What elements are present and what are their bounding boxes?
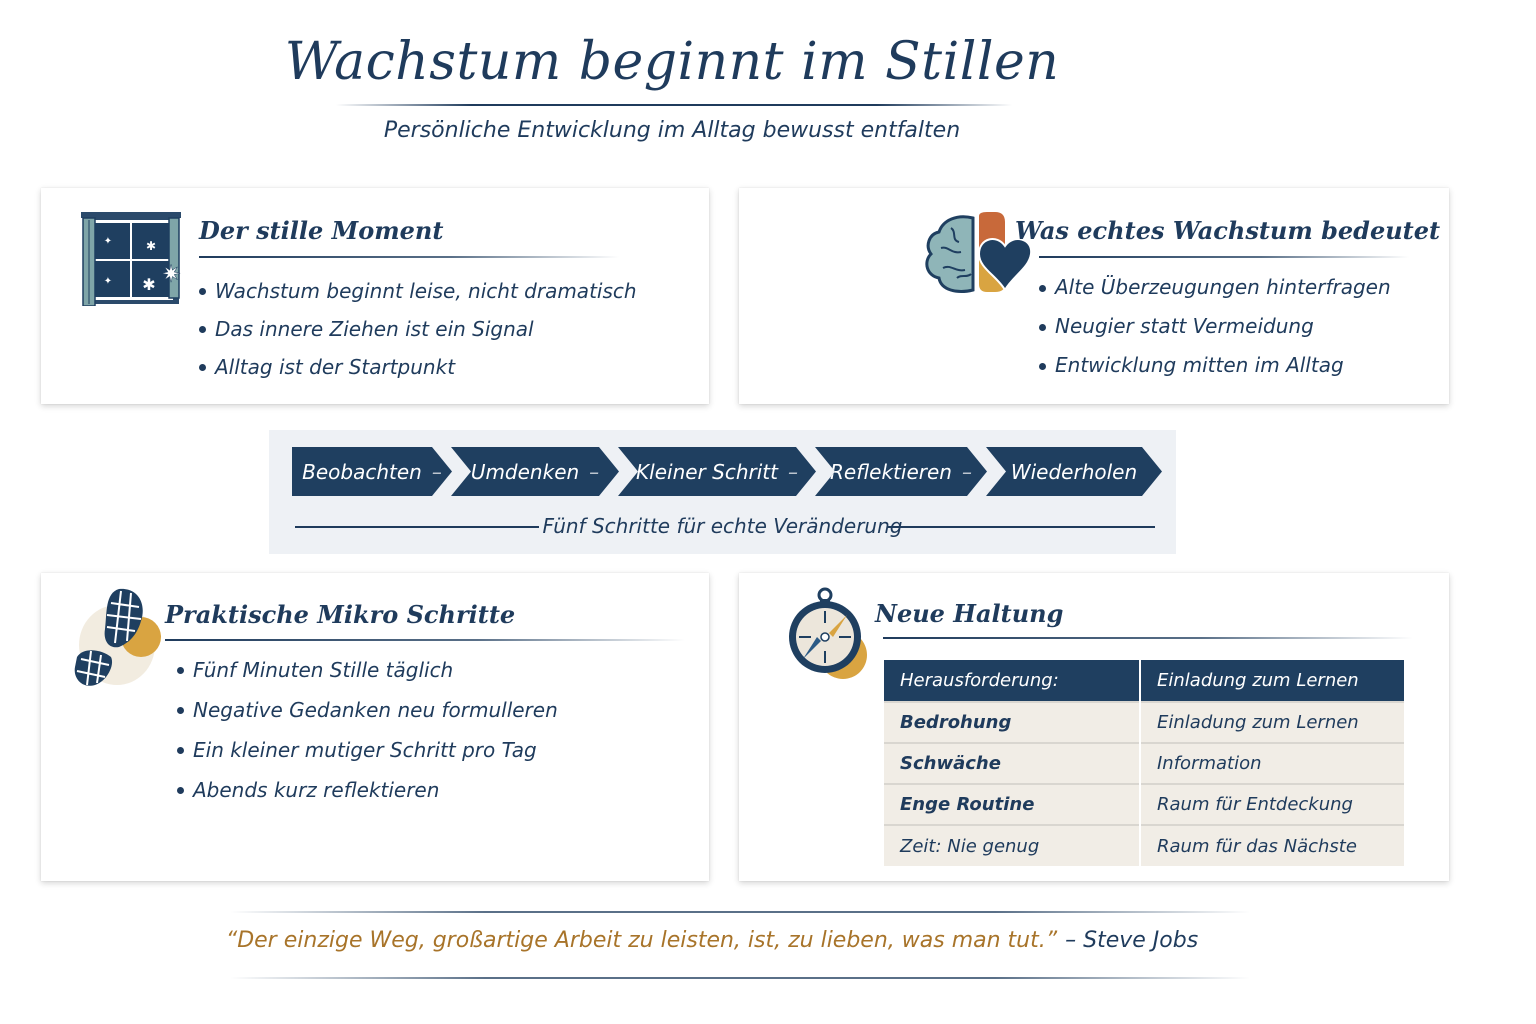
quote-divider-top	[230, 911, 1250, 913]
table-cell: Raum für Entdeckung	[1139, 783, 1404, 825]
bullet-list: Alte Überzeugungen hinterfragen Neugier …	[1039, 268, 1391, 385]
card-divider	[883, 637, 1413, 639]
card-divider	[165, 639, 685, 641]
caption-line-right	[887, 526, 1155, 528]
bullet-item: Alte Überzeugungen hinterfragen	[1039, 268, 1391, 307]
card-stiller-moment: ✦ ✦ ✱ ✱ ✷ Der stille Moment Wachstum beg…	[41, 188, 709, 404]
svg-text:✦: ✦	[104, 276, 112, 287]
title-divider	[336, 104, 1012, 106]
steps-band: Beobachten– Umdenken– Kleiner Schritt– R…	[269, 430, 1176, 554]
table-cell: Raum für das Nächste	[1139, 824, 1404, 866]
svg-text:✱: ✱	[146, 239, 156, 253]
svg-text:✦: ✦	[104, 236, 112, 247]
bullet-item: Ein kleiner mutiger Schritt pro Tag	[177, 730, 558, 770]
step-label: Kleiner Schritt	[636, 459, 778, 484]
card-heading: Praktische Mikro Schritte	[165, 600, 516, 629]
card-divider	[1039, 256, 1409, 258]
svg-text:✱: ✱	[142, 275, 155, 294]
steps-caption: Fünf Schritte für echte Veränderung	[542, 514, 903, 538]
table-cell: Bedrohung	[884, 701, 1140, 743]
card-echtes-wachstum: Was echtes Wachstum bedeutet Alte Überze…	[739, 188, 1449, 404]
bullet-list: Fünf Minuten Stille täglich Negative Ged…	[177, 650, 558, 810]
card-heading: Der stille Moment	[199, 216, 444, 245]
step-connector: –	[787, 459, 798, 484]
step-chevron: Umdenken–	[451, 447, 619, 496]
table-row: Enge Routine Raum für Entdeckung	[884, 783, 1404, 825]
compass-icon	[789, 587, 867, 679]
brain-heart-icon	[925, 212, 1033, 293]
page-title: Wachstum beginnt im Stillen	[284, 32, 1060, 92]
step-connector: –	[961, 459, 972, 484]
table-cell: Schwäche	[884, 742, 1140, 784]
caption-line-left	[295, 526, 539, 528]
step-chevron: Kleiner Schritt–	[618, 447, 816, 496]
column-header: Einladung zum Lernen	[1139, 660, 1404, 702]
card-heading: Neue Haltung	[875, 599, 1064, 628]
step-label: Wiederholen	[1010, 459, 1138, 484]
card-heading: Was echtes Wachstum bedeutet	[1015, 216, 1441, 245]
step-label: Reflektieren	[830, 459, 952, 484]
bullet-item: Alltag ist der Startpunkt	[199, 348, 637, 386]
bullet-item: Entwicklung mitten im Alltag	[1039, 346, 1391, 385]
bullet-list: Wachstum beginnt leise, nicht dramatisch…	[199, 272, 637, 386]
column-header: Herausforderung:	[884, 660, 1140, 702]
step-connector: –	[589, 459, 600, 484]
table-row: Bedrohung Einladung zum Lernen	[884, 701, 1404, 743]
footprint-icon	[74, 588, 161, 686]
step-connector: –	[431, 459, 442, 484]
step-chevron: Reflektieren–	[815, 447, 987, 496]
table-cell: Zeit: Nie genug	[884, 824, 1140, 866]
bullet-item: Abends kurz reflektieren	[177, 770, 558, 810]
bullet-item: Neugier statt Vermeidung	[1039, 307, 1391, 346]
bullet-item: Wachstum beginnt leise, nicht dramatisch	[199, 272, 637, 310]
bullet-item: Negative Gedanken neu formulleren	[177, 690, 558, 730]
table-row: Zeit: Nie genug Raum für das Nächste	[884, 824, 1404, 866]
table-cell: Einladung zum Lernen	[1139, 701, 1404, 743]
table-cell: Information	[1139, 742, 1404, 784]
table-header-row: Herausforderung: Einladung zum Lernen	[884, 660, 1404, 702]
bullet-item: Fünf Minuten Stille täglich	[177, 650, 558, 690]
quote-divider-bottom	[230, 977, 1250, 979]
quote-author: – Steve Jobs	[1065, 928, 1199, 953]
page-subtitle: Persönliche Entwicklung im Alltag bewuss…	[383, 118, 961, 143]
table-row: Schwäche Information	[884, 742, 1404, 784]
step-chevron: Beobachten–	[292, 447, 452, 496]
window-icon: ✦ ✦ ✱ ✱ ✷	[81, 212, 181, 306]
svg-text:✷: ✷	[161, 260, 181, 288]
bullet-item: Das innere Ziehen ist ein Signal	[199, 310, 637, 348]
table-cell: Enge Routine	[884, 783, 1140, 825]
step-chevron: Wiederholen	[986, 447, 1162, 496]
quote: “Der einzige Weg, großartige Arbeit zu l…	[0, 928, 1424, 953]
haltung-table: Herausforderung: Einladung zum Lernen Be…	[884, 660, 1404, 866]
step-label: Umdenken	[470, 459, 580, 484]
card-divider	[199, 256, 619, 258]
card-mikro-schritte: Praktische Mikro Schritte Fünf Minuten S…	[41, 573, 709, 881]
step-label: Beobachten	[302, 459, 422, 484]
quote-text: “Der einzige Weg, großartige Arbeit zu l…	[225, 928, 1058, 953]
